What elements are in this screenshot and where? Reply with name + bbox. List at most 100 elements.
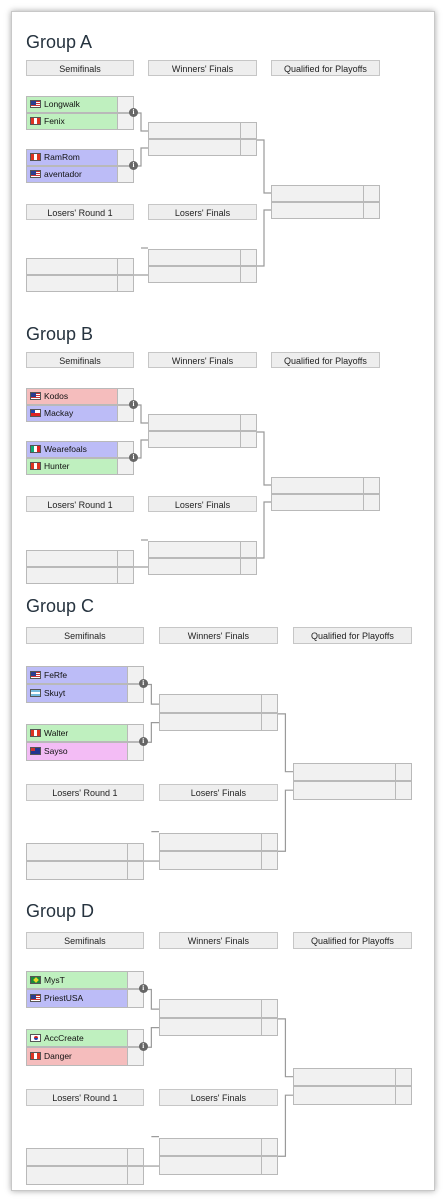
- header-winners-finals: Winners' Finals: [158, 626, 278, 645]
- player-name: RamRom: [44, 152, 80, 162]
- semifinal-1-slot-1[interactable]: Longwalk: [26, 96, 134, 113]
- score-cell: [394, 1087, 411, 1104]
- header-winners-finals: Winners' Finals: [148, 60, 257, 76]
- score-cell: [117, 150, 133, 165]
- losers-round1-slot-1[interactable]: [26, 1147, 144, 1167]
- header-losers-finals: Losers' Finals: [158, 1088, 278, 1107]
- player-entry: AccCreate: [30, 1030, 84, 1046]
- losers-final-slot-1[interactable]: [148, 541, 257, 558]
- winners-final-slot-1[interactable]: [158, 694, 278, 713]
- info-icon[interactable]: i: [138, 737, 148, 747]
- losers-round1-slot-2[interactable]: [26, 567, 134, 584]
- losers-round1-slot-1[interactable]: [26, 842, 144, 862]
- winners-final-slot-1[interactable]: [148, 414, 257, 431]
- score-cell: [117, 114, 133, 129]
- player-entry: Fenix: [30, 114, 65, 129]
- score-cell: [126, 743, 143, 760]
- semifinal-1-slot-1[interactable]: MysT: [26, 970, 144, 990]
- losers-final-slot-2[interactable]: [158, 1156, 278, 1175]
- semifinal-2-slot-1[interactable]: RamRom: [26, 149, 134, 166]
- score-cell: [394, 1068, 411, 1086]
- us-flag-icon: [30, 392, 41, 400]
- winners-final-slot-2[interactable]: [158, 1017, 278, 1037]
- qualified-slot-1[interactable]: [271, 477, 380, 494]
- header-qualified: Qualified for Playoffs: [293, 931, 412, 950]
- qualified-slot-2[interactable]: [293, 781, 412, 800]
- score-cell: [240, 267, 256, 282]
- player-name: Longwalk: [44, 99, 80, 109]
- semifinal-1-slot-2[interactable]: Fenix: [26, 113, 134, 130]
- score-cell: [260, 1157, 277, 1174]
- losers-final-slot-1[interactable]: [158, 1137, 278, 1157]
- score-cell: [126, 1048, 143, 1065]
- qualified-slot-1[interactable]: [293, 1067, 412, 1087]
- semifinal-1-slot-2[interactable]: Mackay: [26, 405, 134, 422]
- losers-final-slot-1[interactable]: [148, 249, 257, 266]
- semifinal-2-slot-1[interactable]: AccCreate: [26, 1028, 144, 1048]
- header-qualified: Qualified for Playoffs: [271, 352, 380, 368]
- losers-round1-slot-2[interactable]: [26, 861, 144, 880]
- us-flag-icon: [30, 100, 41, 108]
- header-semifinals: Semifinals: [26, 931, 144, 950]
- losers-round1-slot-1[interactable]: [26, 258, 134, 275]
- qualified-slot-2[interactable]: [271, 202, 380, 219]
- semifinal-1-slot-1[interactable]: Kodos: [26, 388, 134, 405]
- losers-round1-slot-2[interactable]: [26, 275, 134, 292]
- semifinal-1-slot-2[interactable]: PriestUSA: [26, 989, 144, 1008]
- header-losers-round1: Losers' Round 1: [26, 496, 134, 512]
- qualified-slot-1[interactable]: [293, 762, 412, 782]
- info-icon[interactable]: i: [129, 400, 138, 409]
- info-icon[interactable]: i: [129, 453, 138, 462]
- player-entry: Skuyt: [30, 685, 65, 701]
- score-cell: [126, 1148, 143, 1166]
- semifinal-2-slot-1[interactable]: Walter: [26, 723, 144, 743]
- semifinal-2-slot-2[interactable]: aventador: [26, 166, 134, 183]
- semifinal-2-slot-2[interactable]: Sayso: [26, 742, 144, 761]
- semifinal-2-slot-1[interactable]: Wearefoals: [26, 441, 134, 458]
- cl-flag-icon: [30, 409, 41, 417]
- score-cell: [363, 495, 379, 510]
- info-icon[interactable]: i: [138, 679, 148, 689]
- losers-round1-slot-1[interactable]: [26, 550, 134, 567]
- losers-final-slot-1[interactable]: [158, 832, 278, 852]
- score-cell: [240, 250, 256, 265]
- ar-flag-icon: [30, 689, 41, 698]
- winners-final-slot-1[interactable]: [158, 999, 278, 1018]
- semifinal-1-slot-1[interactable]: FeRfe: [26, 665, 144, 685]
- header-losers-round1: Losers' Round 1: [26, 783, 144, 802]
- semifinal-2-slot-2[interactable]: Danger: [26, 1047, 144, 1066]
- info-icon[interactable]: i: [138, 1042, 148, 1052]
- header-losers-round1: Losers' Round 1: [26, 204, 134, 220]
- score-cell: [240, 140, 256, 155]
- qualified-slot-1[interactable]: [271, 185, 380, 202]
- info-icon[interactable]: i: [129, 108, 138, 117]
- qualified-slot-2[interactable]: [293, 1086, 412, 1105]
- pe-flag-icon: [30, 728, 41, 737]
- info-icon[interactable]: i: [129, 161, 138, 170]
- pe-flag-icon: [30, 462, 41, 470]
- score-cell: [260, 852, 277, 869]
- winners-final-slot-2[interactable]: [148, 431, 257, 448]
- semifinal-1-slot-2[interactable]: Skuyt: [26, 684, 144, 703]
- score-cell: [240, 123, 256, 138]
- br-flag-icon: [30, 975, 41, 984]
- info-icon[interactable]: i: [138, 984, 148, 994]
- player-entry: FeRfe: [30, 667, 67, 683]
- player-entry: Kodos: [30, 389, 68, 404]
- winners-final-slot-2[interactable]: [158, 712, 278, 732]
- semifinal-2-slot-2[interactable]: Hunter: [26, 458, 134, 475]
- losers-final-slot-2[interactable]: [158, 851, 278, 870]
- qualified-slot-2[interactable]: [271, 494, 380, 511]
- pe-flag-icon: [30, 1052, 41, 1061]
- score-cell: [363, 203, 379, 218]
- score-cell: [394, 782, 411, 799]
- winners-final-slot-1[interactable]: [148, 122, 257, 139]
- losers-final-slot-2[interactable]: [148, 266, 257, 283]
- losers-final-slot-2[interactable]: [148, 558, 257, 575]
- losers-round1-slot-2[interactable]: [26, 1166, 144, 1185]
- player-entry: Hunter: [30, 459, 70, 474]
- winners-final-slot-2[interactable]: [148, 139, 257, 156]
- score-cell: [117, 259, 133, 274]
